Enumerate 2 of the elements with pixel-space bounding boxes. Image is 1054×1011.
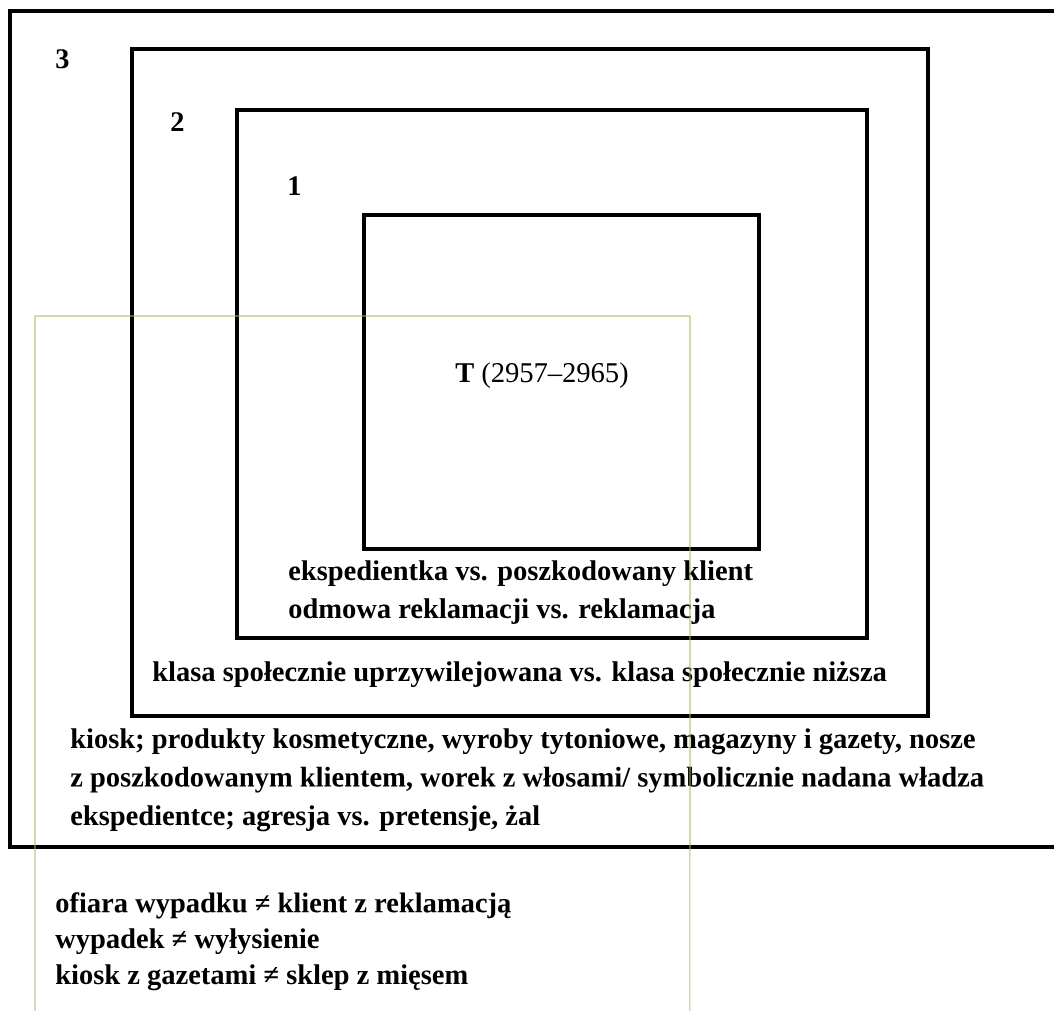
frame-box: ofiara wypadku ≠ klient z reklamacją wypadek ≠ wyłysienie kiosk z gazetami ≠ sklep z mięsem (34, 850, 691, 1011)
frame-box: T (2957–2965) (362, 213, 761, 551)
